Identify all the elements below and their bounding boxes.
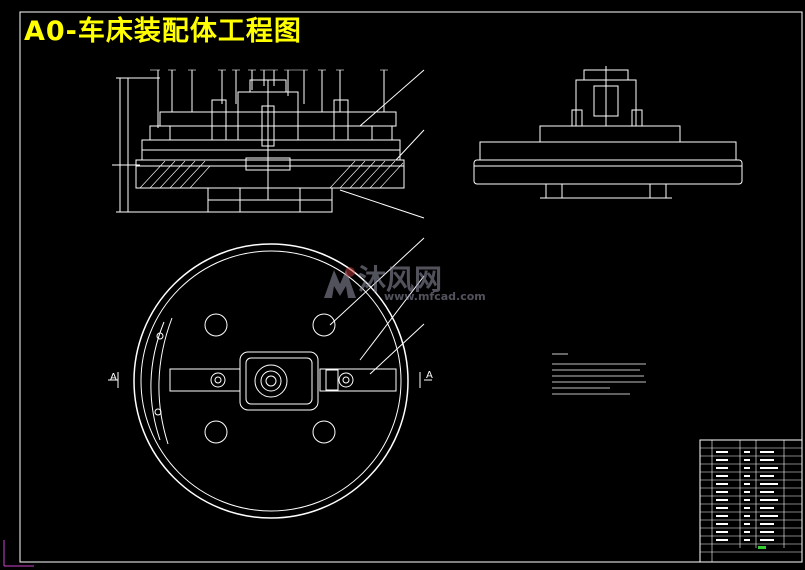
ucs-icon xyxy=(3,540,34,567)
watermark: 沐风网 www.mfcad.com xyxy=(318,262,488,308)
side-view xyxy=(473,66,743,199)
front-section-view xyxy=(112,69,425,219)
plan-view xyxy=(108,237,432,519)
watermark-logo-icon xyxy=(324,267,356,298)
watermark-chinese-text: 沐风网 xyxy=(358,263,443,296)
section-label-left: A xyxy=(110,372,117,383)
drawing-border xyxy=(19,11,803,563)
title-block xyxy=(699,439,803,563)
section-label-right: A xyxy=(426,370,433,381)
drawing-title: A0-车床装配体工程图 xyxy=(24,16,302,47)
watermark-url-text: www.mfcad.com xyxy=(384,290,486,303)
technical-notes xyxy=(552,353,646,395)
